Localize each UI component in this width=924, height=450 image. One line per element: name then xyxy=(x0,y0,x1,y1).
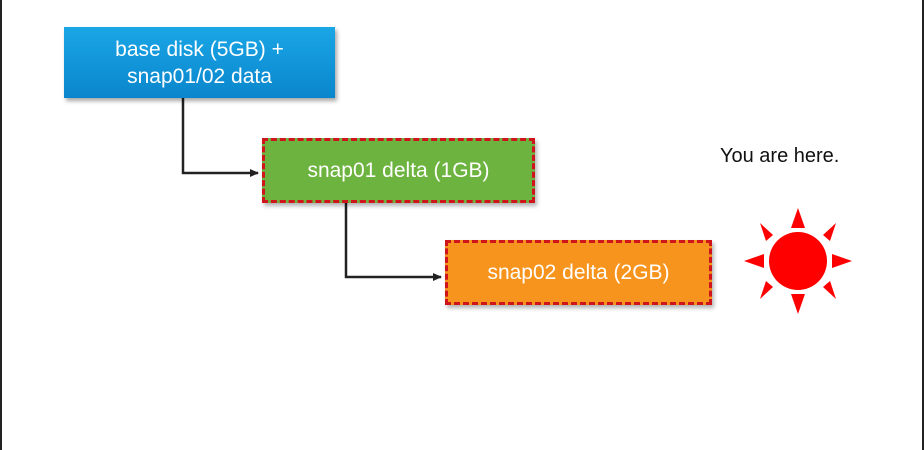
edge-snap01-to-snap02 xyxy=(344,203,442,281)
sun-icon xyxy=(744,208,852,314)
snap02-delta-node: snap02 delta (2GB) xyxy=(445,240,712,305)
base-disk-label-line1: base disk (5GB) + xyxy=(115,37,284,61)
base-disk-label-line2: snap01/02 data xyxy=(127,64,272,88)
snap01-delta-node: snap01 delta (1GB) xyxy=(262,138,535,203)
snap02-delta-label: snap02 delta (2GB) xyxy=(487,261,670,284)
edge-base-to-snap01 xyxy=(181,98,259,177)
snap01-delta-label: snap01 delta (1GB) xyxy=(307,159,490,182)
base-disk-node: base disk (5GB) + snap01/02 data xyxy=(64,27,335,98)
you-are-here-label: You are here. xyxy=(720,145,840,167)
